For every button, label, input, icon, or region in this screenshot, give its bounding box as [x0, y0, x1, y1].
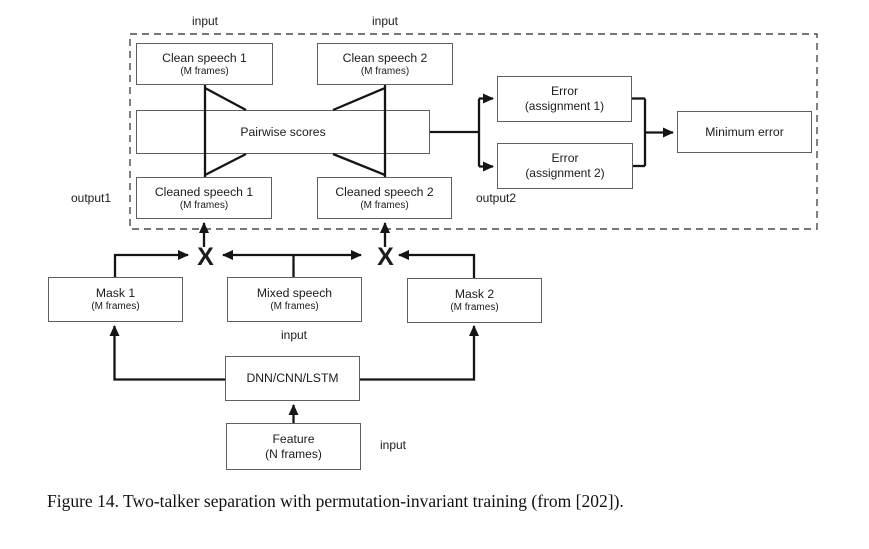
error-assignment-1-box: Error (assignment 1): [497, 76, 632, 122]
box-title: Mixed speech: [256, 286, 333, 300]
box-subtitle: (M frames): [450, 302, 499, 313]
cleaned-speech-2-box: Cleaned speech 2 (M frames): [317, 177, 452, 219]
input-label-clean2: input: [371, 14, 399, 28]
clean-speech-1-box: Clean speech 1 (M frames): [136, 43, 273, 85]
figure-caption: Figure 14. Two-talker separation with pe…: [47, 491, 624, 511]
input-label-clean1: input: [191, 14, 219, 28]
box-subtitle: (M frames): [91, 301, 140, 312]
errors-to-minimum-arrow: [632, 97, 674, 168]
box-subtitle: (M frames): [270, 301, 319, 312]
box-subtitle: (M frames): [179, 199, 229, 211]
box-subtitle: (M frames): [360, 65, 410, 77]
input-label-feature: input: [379, 438, 407, 452]
box-title: Error: [550, 84, 579, 98]
box-title: DNN/CNN/LSTM: [246, 371, 339, 385]
input-label-mixed: input: [280, 328, 308, 342]
multiply-operator-1: X: [197, 243, 214, 271]
box-title: Cleaned speech 1: [154, 184, 254, 199]
pairwise-to-errors-arrows: [430, 93, 494, 172]
box-title: Feature: [272, 431, 315, 446]
output1-label: output1: [70, 191, 112, 205]
box-subtitle: (M frames): [180, 65, 229, 77]
box-title: Mask 1: [95, 286, 136, 300]
dnn-to-mask1-arrow: [109, 325, 225, 381]
mask2-to-x2-arrow: [398, 250, 476, 278]
box-title: Minimum error: [705, 124, 784, 139]
clean-speech-2-box: Clean speech 2 (M frames): [317, 43, 453, 85]
box-subtitle: (M frames): [360, 199, 409, 211]
mask1-to-x1-arrow: [113, 250, 189, 277]
mask-1-box: Mask 1 (M frames): [48, 277, 183, 322]
box-title: Error: [551, 151, 579, 165]
output2-label: output2: [475, 191, 517, 205]
feature-box: Feature (N frames): [226, 423, 361, 470]
mixed-to-x-arrows: [222, 250, 362, 277]
multiply-operator-2: X: [377, 243, 394, 271]
box-title: Pairwise scores: [240, 124, 326, 139]
minimum-error-box: Minimum error: [677, 111, 812, 153]
box-subtitle: (N frames): [265, 446, 322, 461]
cleaned-speech-1-box: Cleaned speech 1 (M frames): [136, 177, 272, 219]
pairwise-scores-box: Pairwise scores: [136, 110, 430, 154]
box-title: Clean speech 2: [342, 50, 428, 65]
error-assignment-2-box: Error (assignment 2): [497, 143, 633, 189]
mixed-speech-box: Mixed speech (M frames): [227, 277, 362, 322]
box-title: Clean speech 1: [162, 50, 247, 65]
box-subtitle: (assignment 2): [525, 166, 605, 180]
box-title: Cleaned speech 2: [335, 184, 434, 199]
dnn-cnn-lstm-box: DNN/CNN/LSTM: [225, 356, 360, 401]
mask-2-box: Mask 2 (M frames): [407, 278, 542, 323]
box-subtitle: (assignment 1): [524, 99, 605, 113]
box-title: Mask 2: [454, 287, 495, 301]
dnn-to-mask2-arrow: [360, 325, 479, 381]
